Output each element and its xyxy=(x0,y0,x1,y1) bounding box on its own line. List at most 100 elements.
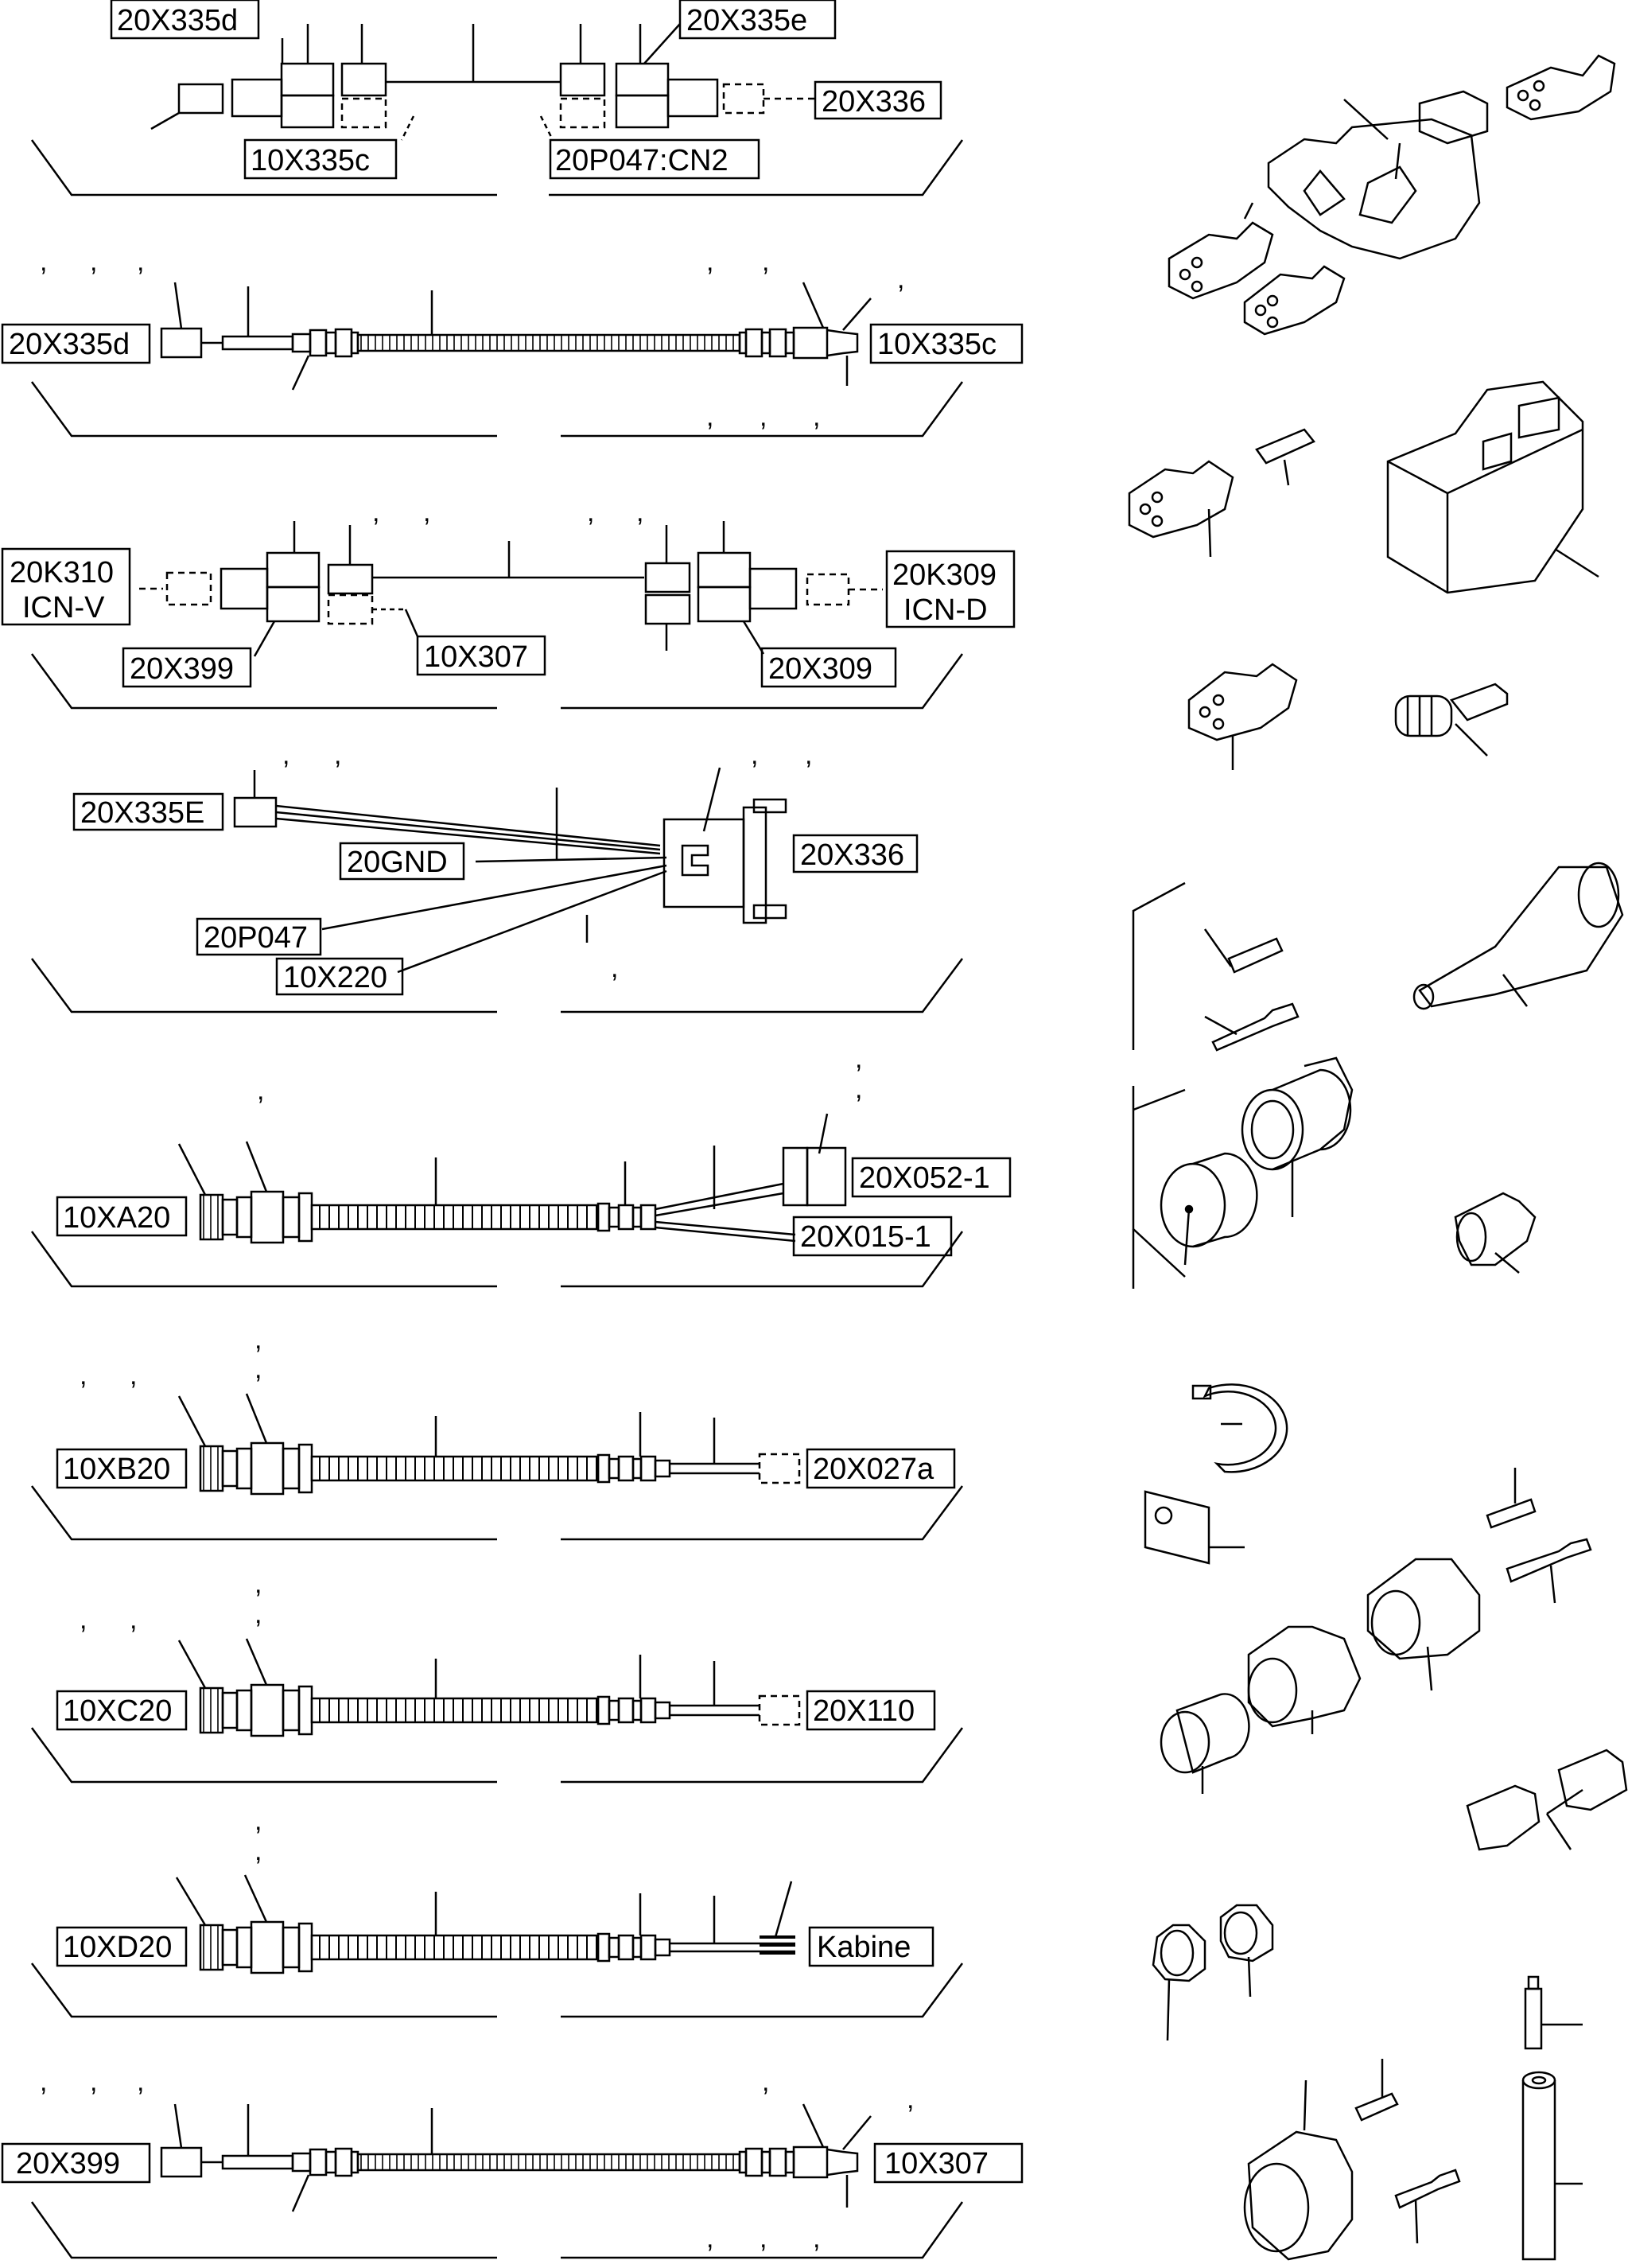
pin-straight xyxy=(1506,1538,1592,1604)
panel-1 xyxy=(30,0,964,196)
comma: , xyxy=(334,740,341,770)
seal-pair xyxy=(1466,1749,1628,1851)
label-20p047-cn2: 20P047:CN2 xyxy=(555,144,729,177)
grommet-seal xyxy=(1394,683,1509,757)
end-cap-cyl xyxy=(1160,1693,1250,1794)
wire-sleeve xyxy=(1521,1975,1583,2261)
label-20x015-1: 20X015-1 xyxy=(800,1220,931,1254)
id-tag xyxy=(1144,1490,1245,1565)
text-labels: 20X335d 20X335e 20X336 10X335c 20P047:CN… xyxy=(9,4,997,2254)
comma: , xyxy=(40,2067,47,2097)
label-20x336-4: 20X336 xyxy=(800,838,904,872)
comma: , xyxy=(80,1360,87,1391)
comma: , xyxy=(813,2223,820,2254)
comma: , xyxy=(706,2223,713,2254)
seal-nut xyxy=(1152,1924,1206,2041)
panel-7 xyxy=(30,1638,964,1784)
panel-8 xyxy=(30,1874,964,2018)
comma: , xyxy=(706,402,713,432)
label-20x335d: 20X335d xyxy=(117,4,238,37)
comma: , xyxy=(40,247,47,277)
comma: , xyxy=(254,1599,262,1629)
boot-taper xyxy=(1412,862,1624,1010)
cap-round xyxy=(1160,1152,1258,1266)
comma: , xyxy=(636,497,643,527)
comma: , xyxy=(611,953,618,983)
comma: , xyxy=(254,1325,262,1355)
comma: , xyxy=(751,740,758,770)
comma: , xyxy=(137,247,144,277)
label-10xc20: 10XC20 xyxy=(63,1694,172,1728)
parts-illustrations xyxy=(1128,54,1628,2261)
bracket-group-1 xyxy=(1132,881,1186,1278)
comma: , xyxy=(254,1354,262,1384)
comma: , xyxy=(90,2067,97,2097)
comma: , xyxy=(137,2067,144,2097)
label-kabine: Kabine xyxy=(817,1931,911,1964)
comma: , xyxy=(130,1360,137,1391)
label-10x335c: 10X335c xyxy=(251,144,370,177)
label-20x335d-2: 20X335d xyxy=(9,328,130,361)
comma: , xyxy=(257,1076,264,1106)
comma: , xyxy=(254,1806,262,1836)
sleeve-straight xyxy=(1486,1468,1537,1529)
dt-plug-small-bottom xyxy=(1243,265,1346,336)
dt-housing-12pin xyxy=(1386,380,1599,594)
comma: , xyxy=(897,264,904,294)
label-20k309: 20K309 xyxy=(892,558,997,592)
panel-5 xyxy=(30,1113,1012,1288)
comma: , xyxy=(907,2084,914,2114)
label-20gnd: 20GND xyxy=(347,846,448,879)
pin-contact xyxy=(1204,1002,1300,1052)
comma: , xyxy=(855,1074,862,1104)
label-10x307-9: 10X307 xyxy=(884,2147,989,2180)
panel-3 xyxy=(1,521,1016,710)
comma: , xyxy=(762,2067,769,2097)
panel-2 xyxy=(1,282,1024,438)
dt-housing-large xyxy=(1267,90,1489,260)
comma: , xyxy=(423,497,430,527)
wedge-lock xyxy=(1255,428,1315,486)
comma: , xyxy=(805,740,812,770)
comma: , xyxy=(254,1569,262,1599)
bracket-group-2 xyxy=(1133,1088,1186,1111)
label-icn-v: ICN-V xyxy=(22,591,105,624)
comma: , xyxy=(855,1044,862,1074)
comma: , xyxy=(90,247,97,277)
panel-6 xyxy=(30,1393,964,1541)
panel-4 xyxy=(30,767,964,1013)
label-20x335e: 20X335e xyxy=(686,4,807,37)
comma: , xyxy=(254,1836,262,1866)
comma: , xyxy=(80,1605,87,1635)
backshell-small xyxy=(1454,1192,1537,1274)
dt-plug-small-left xyxy=(1168,202,1274,300)
comma: , xyxy=(760,2223,767,2254)
comma: , xyxy=(587,497,594,527)
receptacle-round xyxy=(1241,1056,1354,1217)
label-20x110: 20X110 xyxy=(813,1694,915,1728)
label-icn-d: ICN-D xyxy=(903,593,988,627)
label-box xyxy=(110,0,260,40)
label-20x399: 20X399 xyxy=(130,652,234,686)
threaded-ring xyxy=(1366,1558,1481,1691)
label-10x307: 10X307 xyxy=(424,640,528,674)
pin-sleeve xyxy=(1203,928,1284,974)
cable-tie xyxy=(1191,1383,1288,1473)
sleeve-bottom xyxy=(1354,2059,1399,2122)
label-20k310: 20K310 xyxy=(10,556,114,589)
label-20p047: 20P047 xyxy=(204,921,308,955)
seal-nut-2 xyxy=(1219,1904,1274,1998)
comma: , xyxy=(372,497,379,527)
label-20x335e-upper: 20X335E xyxy=(80,796,204,830)
comma: , xyxy=(762,247,769,277)
label-10xd20: 10XD20 xyxy=(63,1931,172,1964)
label-10x335c-2: 10X335c xyxy=(877,328,997,361)
label-10xa20: 10XA20 xyxy=(63,1201,170,1235)
comma: , xyxy=(130,1605,137,1635)
dt-plug-3pin xyxy=(1128,460,1234,558)
label-20x052-1: 20X052-1 xyxy=(859,1161,990,1195)
comma: , xyxy=(282,740,289,770)
pin-bottom xyxy=(1394,2169,1461,2244)
label-box xyxy=(678,0,837,40)
